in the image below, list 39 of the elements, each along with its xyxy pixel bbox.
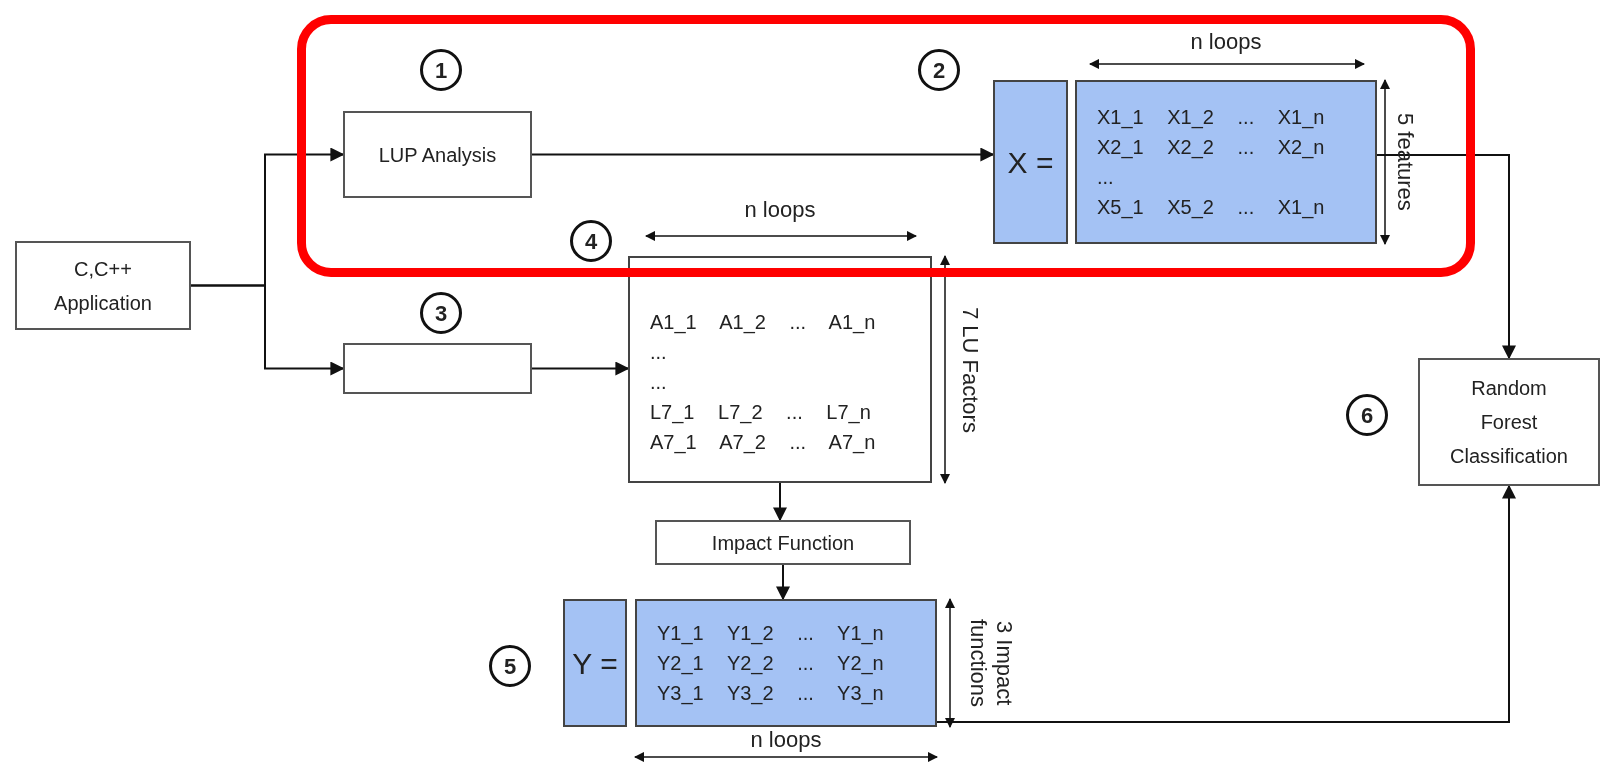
dimension-label: n loops: [1190, 29, 1262, 55]
box-label: LUP Analysis: [378, 142, 497, 168]
dimension-label: n loops: [744, 197, 816, 223]
matrix-symbol: Y =: [563, 599, 627, 727]
matrix-row-text: X1_1 X1_2 ... X1_n: [1097, 105, 1326, 131]
arrow: [531, 361, 630, 376]
arrow: [190, 284, 345, 376]
dimension-label: 5 features: [1392, 113, 1418, 211]
matrix-row-text: Y2_1 Y2_2 ... Y2_n: [657, 651, 885, 677]
matrix-row-text: ...: [1097, 165, 1115, 190]
process-box: [1418, 358, 1600, 486]
matrix-row-text: ...: [650, 339, 668, 365]
box-label: C,C++ Application: [53, 256, 153, 316]
process-box: [343, 343, 532, 394]
arrow: [936, 484, 1516, 723]
dimension-label: n loops: [750, 727, 822, 753]
matrix-box: [628, 256, 932, 483]
box-label: Random Forest Classification: [1449, 376, 1569, 469]
matrix-row-text: L7_1 L7_2 ... L7_n: [650, 399, 872, 426]
matrix-row-text: Y3_1 Y3_2 ... Y3_n: [657, 681, 885, 707]
process-box: [343, 111, 532, 198]
arrow: [773, 482, 787, 522]
matrix-row-text: A7_1 A7_2 ... A7_n: [650, 429, 877, 456]
matrix-row-text: A1_1 A1_2 ... A1_n: [650, 309, 877, 336]
matrix-row-text: X2_1 X2_2 ... X2_n: [1097, 135, 1326, 161]
process-box: [655, 520, 911, 565]
box-label: Impact Function: [711, 530, 855, 556]
matrix-row-text: X5_1 X5_2 ... X1_n: [1097, 195, 1326, 221]
matrix-row-text: Y1_1 Y1_2 ... Y1_n: [657, 621, 885, 647]
matrix-symbol: X =: [993, 80, 1068, 244]
matrix-box: [635, 599, 937, 727]
matrix-box: [1075, 80, 1377, 244]
arrow: [531, 147, 995, 162]
arrow: [776, 564, 790, 601]
arrow: [1376, 154, 1516, 360]
dimension-label: 3 Impact functions: [965, 617, 1017, 710]
dimension-label: 7 LU Factors: [957, 306, 983, 433]
matrix-row-text: ...: [650, 369, 668, 395]
process-box: [15, 241, 191, 330]
